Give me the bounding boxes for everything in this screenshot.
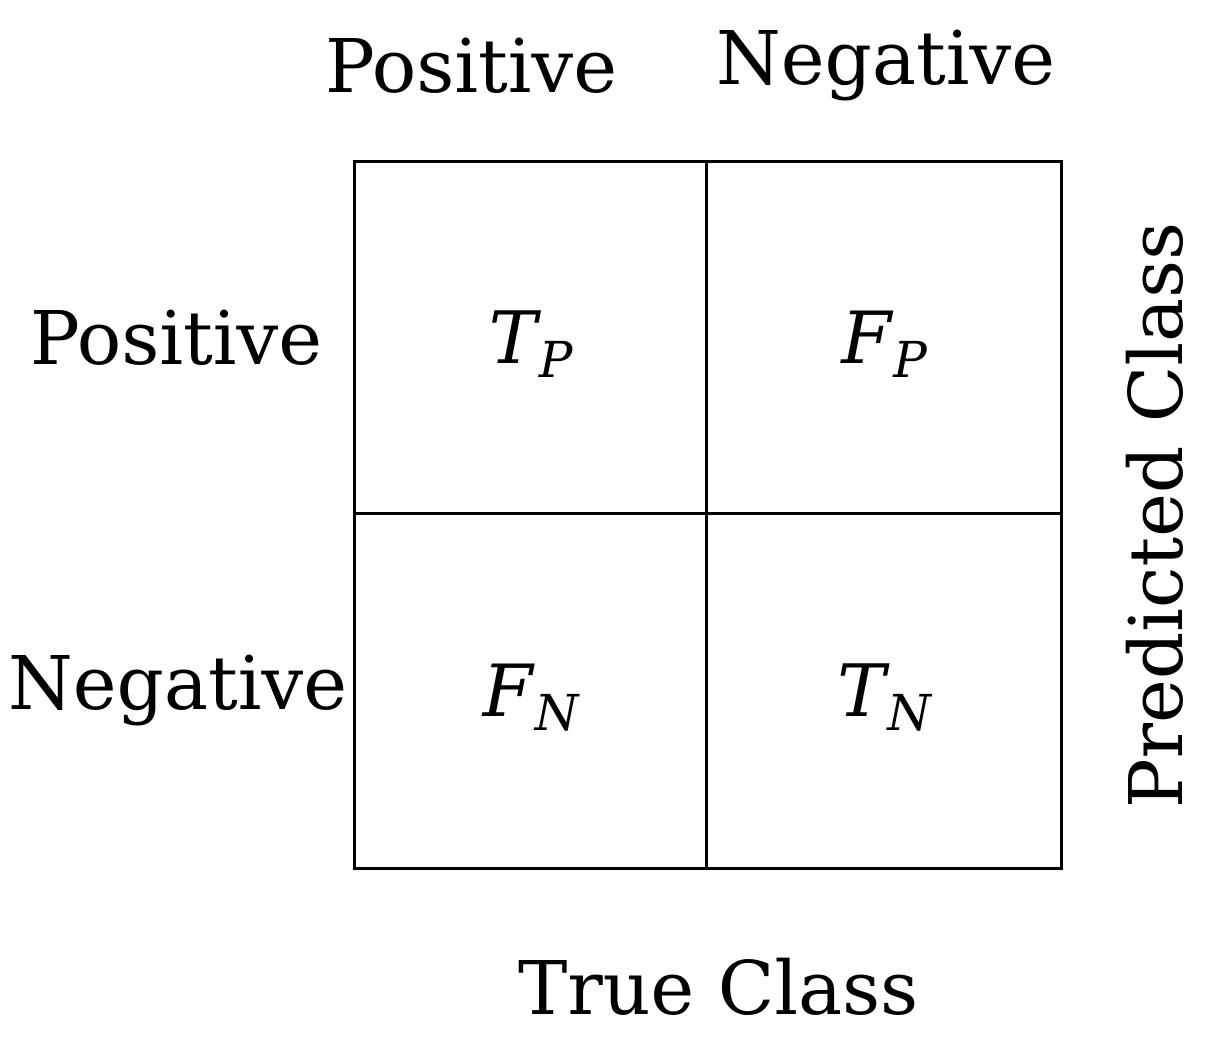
cell-subscript: N: [534, 684, 579, 742]
column-header-positive: Positive: [325, 24, 617, 110]
cell-subscript: P: [538, 330, 573, 389]
y-axis-title: Predicted Class: [1114, 221, 1200, 809]
cell-subscript: P: [893, 330, 927, 389]
cell-symbol: F: [841, 295, 892, 380]
column-header-negative: Negative: [716, 16, 1056, 102]
cell-symbol: T: [488, 295, 537, 380]
row-header-positive: Positive: [30, 296, 322, 382]
cell-subscript: N: [887, 684, 931, 742]
x-axis-title: True Class: [518, 946, 919, 1032]
cell-symbol: T: [837, 649, 886, 733]
row-header-negative: Negative: [8, 641, 348, 727]
cell-symbol: F: [482, 649, 533, 733]
